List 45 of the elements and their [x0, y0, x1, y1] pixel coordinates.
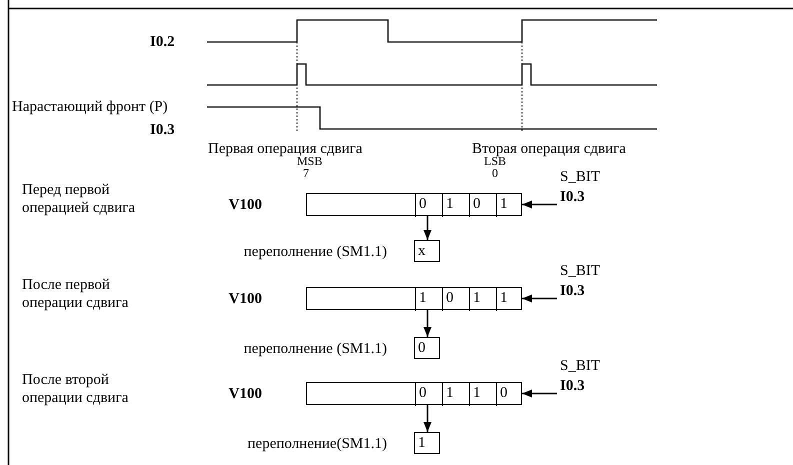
register-name: V100	[228, 290, 262, 308]
signal-label: I0.2	[150, 33, 175, 51]
bit-cell: 1	[496, 194, 523, 217]
bit-cell: 0	[496, 383, 523, 406]
operation-label: Вторая операция сдвига	[472, 140, 626, 157]
bit-cell: 0	[469, 194, 496, 217]
bit-position-label: MSB	[297, 155, 322, 168]
arrow	[522, 390, 557, 398]
bit-cell: 1	[469, 288, 496, 311]
signal-label: I0.3	[560, 282, 585, 301]
bit-name-label: S_BIT	[560, 168, 600, 187]
bit-cell: 1	[469, 383, 496, 406]
bit-value: 1	[418, 435, 426, 451]
bit-cell: 1	[415, 288, 442, 311]
bit-number: 0	[492, 167, 498, 180]
bit-cell: 0	[415, 383, 442, 406]
register-name: V100	[228, 196, 262, 214]
overflow-label: переполнение (SM1.1)	[244, 340, 387, 358]
overflow-label: переполнение(SM1.1)	[248, 435, 387, 453]
bit-position-label: LSB	[484, 155, 506, 168]
register-name: V100	[228, 385, 262, 403]
arrow	[424, 405, 432, 432]
state-description: После первой операции сдвига	[22, 276, 130, 312]
state-description: Перед первой операцией сдвига	[22, 181, 136, 217]
bit-cell: 0	[442, 288, 469, 311]
bit-value: 0	[418, 340, 426, 356]
bit-cell: 0	[415, 194, 442, 217]
arrow	[424, 216, 432, 240]
overflow-label: переполнение (SM1.1)	[244, 243, 387, 261]
arrow	[424, 310, 432, 337]
signal-label: I0.3	[150, 121, 175, 139]
bit-cell: 1	[442, 383, 469, 406]
bit-cell: 1	[496, 288, 523, 311]
signal-label: Нарастающий фронт (P)	[12, 98, 168, 116]
bit-name-label: S_BIT	[560, 262, 600, 281]
bit-name-label: S_BIT	[560, 357, 600, 376]
bit-number: 7	[303, 167, 309, 180]
bit-value: x	[418, 243, 426, 259]
operation-label: Первая операция сдвига	[208, 140, 362, 157]
arrow	[522, 294, 557, 302]
arrow	[522, 200, 557, 208]
signal-label: I0.3	[560, 188, 585, 207]
bit-cell: 1	[442, 194, 469, 217]
signal-label: I0.3	[560, 377, 585, 396]
state-description: После второй операции сдвига	[22, 371, 130, 407]
